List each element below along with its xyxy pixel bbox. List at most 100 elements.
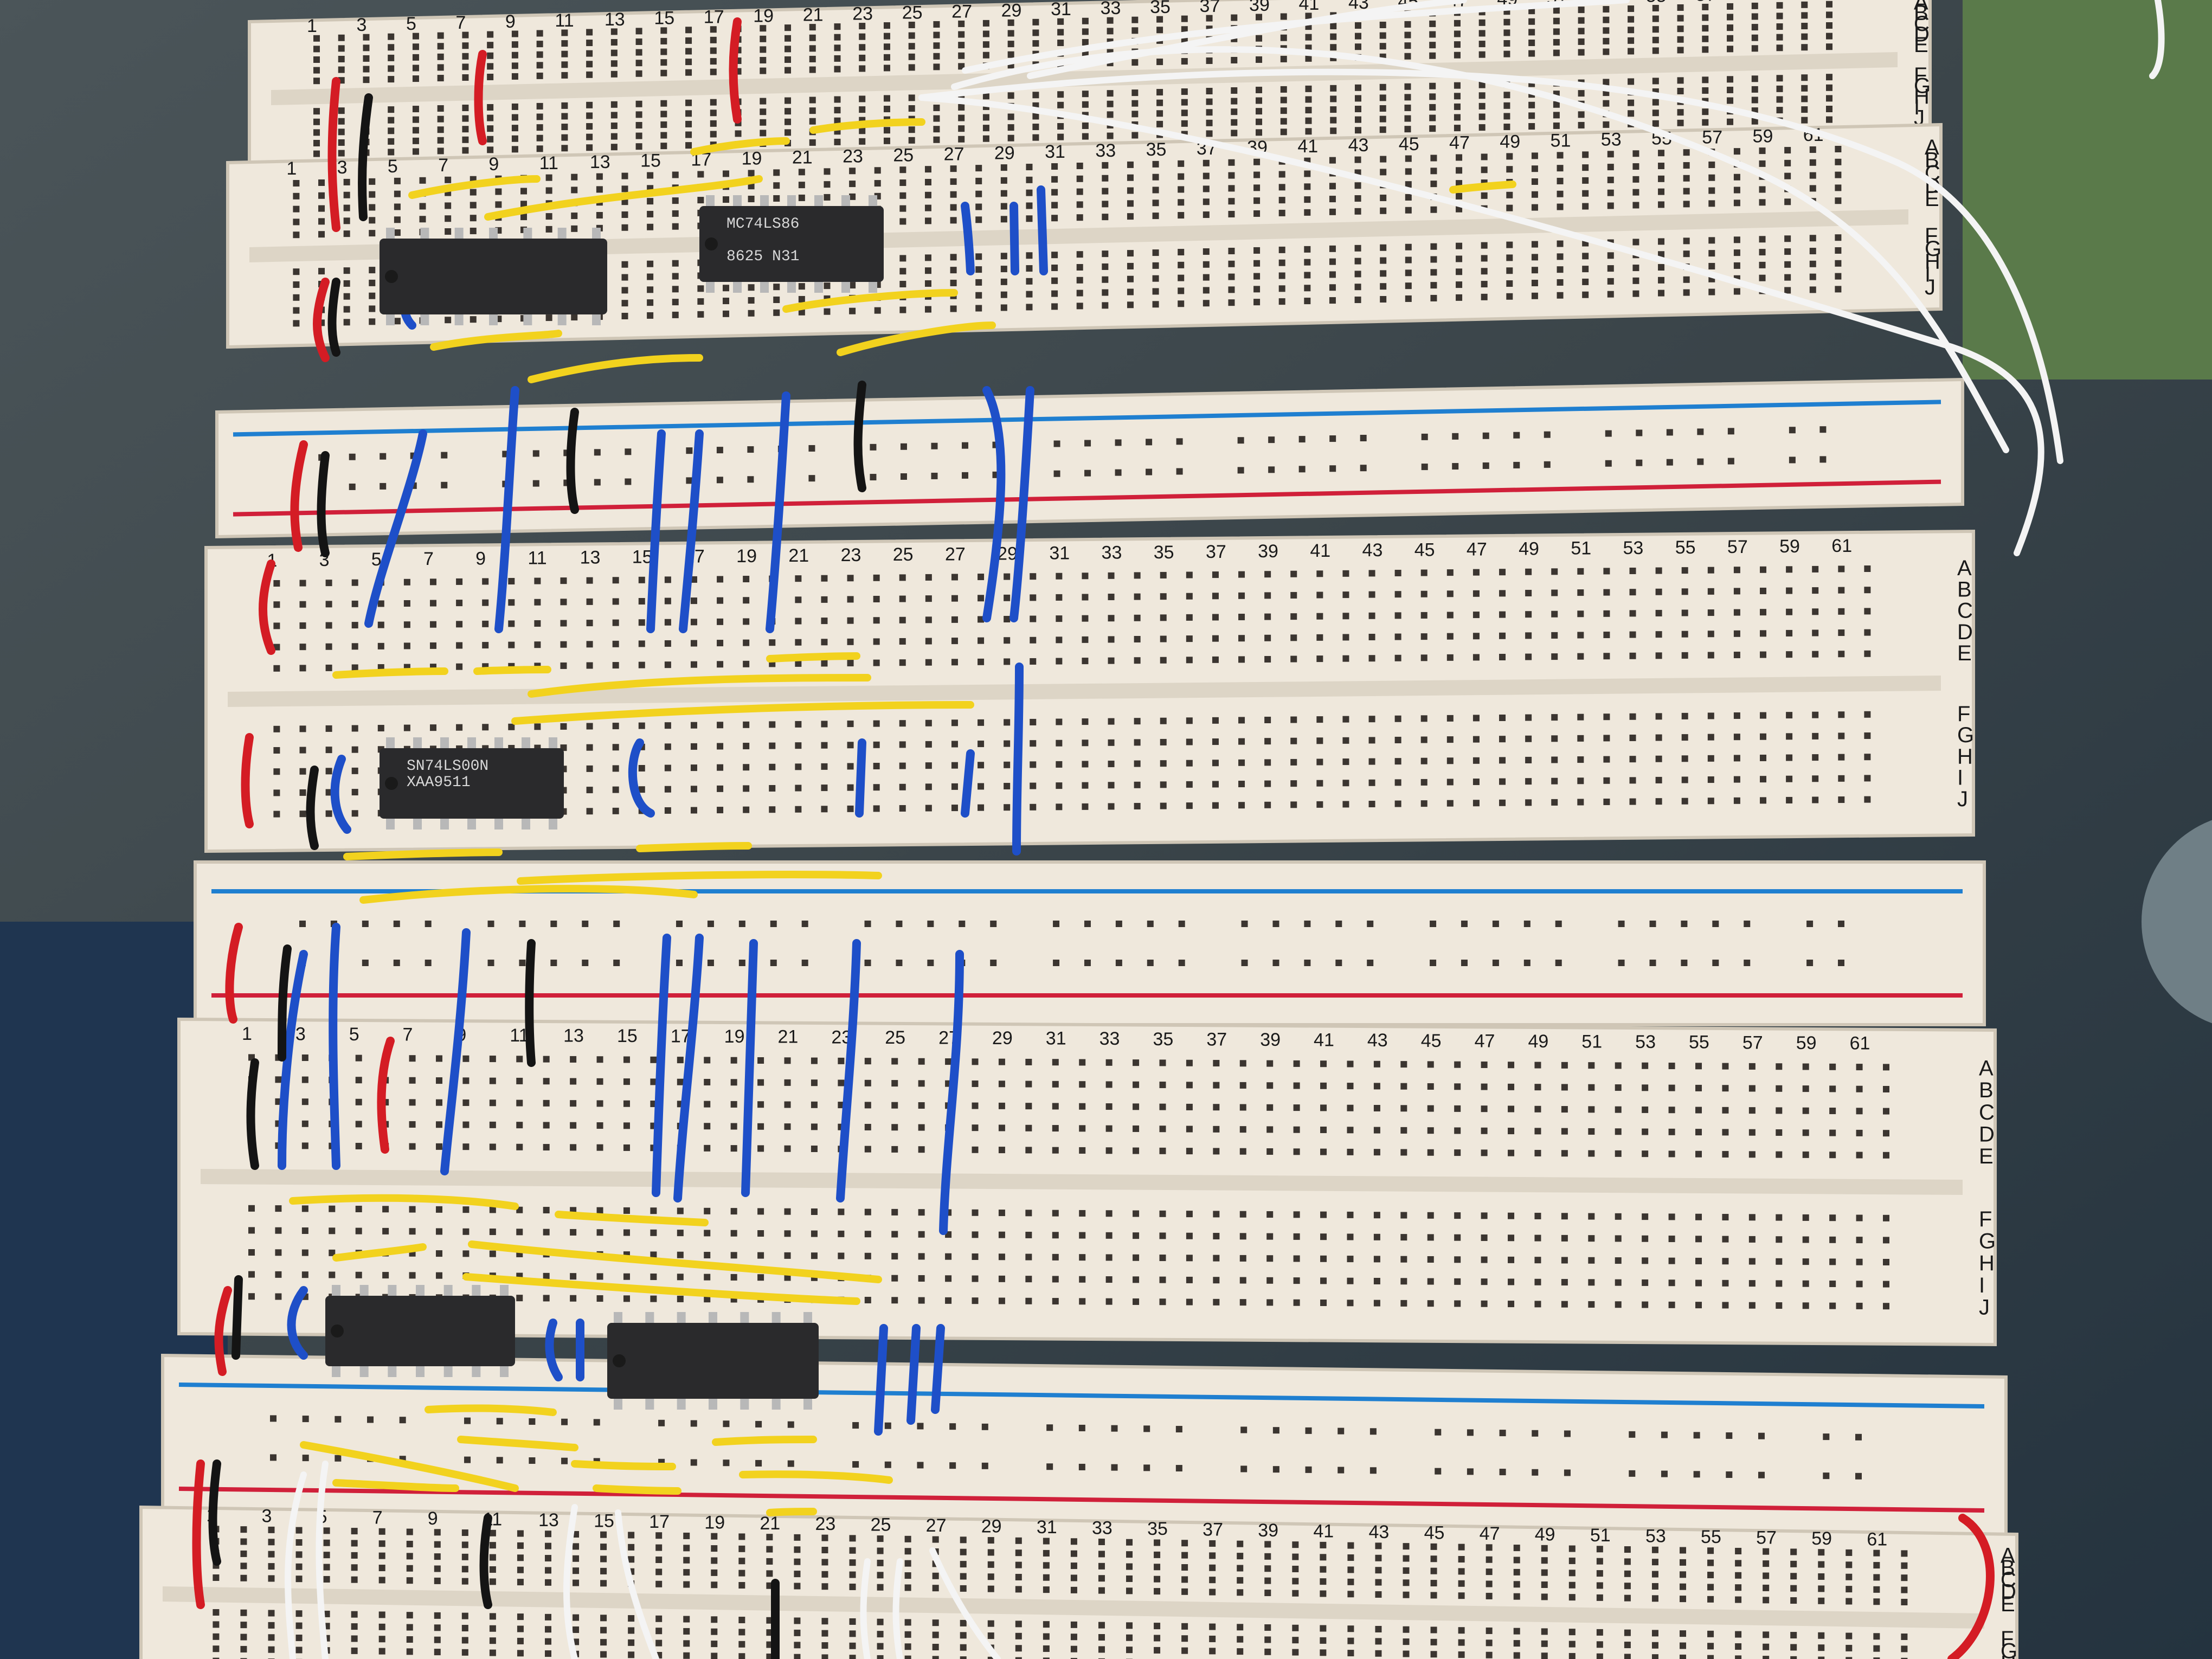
hole — [925, 659, 932, 666]
yellow-jumper-wire — [1449, 181, 1516, 194]
hole — [769, 639, 776, 646]
hole — [1708, 288, 1715, 295]
hole — [1642, 1150, 1649, 1158]
hole — [1394, 800, 1401, 807]
hole — [849, 1630, 856, 1637]
hole — [1786, 608, 1793, 615]
hole — [445, 176, 452, 183]
column-number: 41 — [1297, 136, 1318, 157]
column-number: 47 — [1449, 133, 1470, 153]
hole — [864, 1058, 871, 1065]
hole — [393, 921, 400, 927]
chip-pin — [522, 737, 530, 750]
hole — [1082, 122, 1089, 129]
column-number: 13 — [590, 152, 610, 172]
hole — [586, 577, 593, 584]
hole — [738, 960, 745, 966]
hole — [1557, 152, 1564, 159]
hole — [456, 621, 463, 628]
hole — [635, 132, 642, 139]
hole — [1632, 277, 1639, 284]
hole — [1329, 208, 1336, 215]
hole — [1873, 1633, 1880, 1640]
hole — [647, 172, 654, 179]
hole — [1264, 1541, 1271, 1548]
hole — [1403, 1591, 1410, 1598]
hole — [1629, 1470, 1636, 1477]
column-number: 39 — [1249, 0, 1270, 15]
hole — [918, 1231, 925, 1238]
hole — [1812, 796, 1819, 803]
hole — [1707, 567, 1714, 574]
hole — [1213, 1104, 1220, 1111]
chip-pin — [841, 195, 850, 208]
hole — [798, 182, 805, 189]
hole — [1004, 761, 1011, 768]
hole — [313, 129, 320, 136]
hole — [1375, 1554, 1382, 1561]
hole — [798, 295, 805, 303]
hole — [425, 921, 432, 927]
hole — [1722, 1151, 1729, 1158]
hole — [1266, 1255, 1274, 1262]
hole — [1812, 608, 1819, 615]
hole — [351, 1635, 358, 1642]
hole — [1668, 1301, 1675, 1308]
hole — [1458, 1568, 1465, 1575]
hole — [821, 721, 828, 728]
hole — [899, 268, 906, 275]
chip-pin — [814, 280, 823, 293]
row-letter: E — [1925, 187, 1939, 211]
hole — [1105, 1103, 1113, 1110]
hole — [859, 44, 866, 51]
hole — [960, 1656, 967, 1659]
hole — [1052, 1210, 1059, 1217]
hole — [870, 474, 877, 481]
hole — [978, 574, 985, 581]
hole — [1052, 1276, 1059, 1283]
hole — [1056, 615, 1063, 622]
hole — [409, 1272, 416, 1279]
hole — [891, 1275, 898, 1282]
hole — [1751, 34, 1758, 41]
hole — [343, 280, 350, 287]
hole — [1801, 33, 1808, 40]
hole — [1430, 1626, 1437, 1634]
hole — [1568, 1545, 1576, 1552]
hole — [1677, 87, 1684, 94]
chip-pin — [592, 312, 601, 325]
hole — [690, 807, 697, 814]
hole — [1651, 1546, 1658, 1553]
hole — [1629, 713, 1636, 720]
hole — [638, 765, 645, 772]
hole — [560, 641, 567, 648]
hole — [1531, 191, 1538, 198]
hole — [1266, 1060, 1274, 1067]
hole — [1819, 426, 1827, 433]
hole — [891, 1297, 898, 1304]
hole — [972, 1058, 979, 1065]
hole — [672, 260, 679, 267]
hole — [1111, 1464, 1118, 1471]
hole — [1744, 921, 1751, 927]
hole — [676, 960, 683, 966]
hole — [711, 1533, 718, 1540]
hole — [1707, 1572, 1714, 1579]
chip-notch — [705, 237, 718, 250]
hole — [998, 1147, 1005, 1154]
hole — [770, 960, 777, 966]
hole — [1499, 632, 1506, 639]
hole — [1707, 631, 1714, 638]
hole — [883, 43, 890, 50]
hole — [429, 578, 436, 586]
hole — [1577, 777, 1584, 785]
hole — [1615, 1084, 1622, 1091]
hole — [769, 742, 776, 749]
hole — [301, 1054, 308, 1061]
hole — [1266, 1148, 1274, 1155]
hole — [1052, 1125, 1059, 1132]
hole — [690, 640, 697, 647]
hole — [1239, 1277, 1246, 1284]
hole — [1727, 24, 1734, 31]
hole — [406, 1636, 413, 1643]
